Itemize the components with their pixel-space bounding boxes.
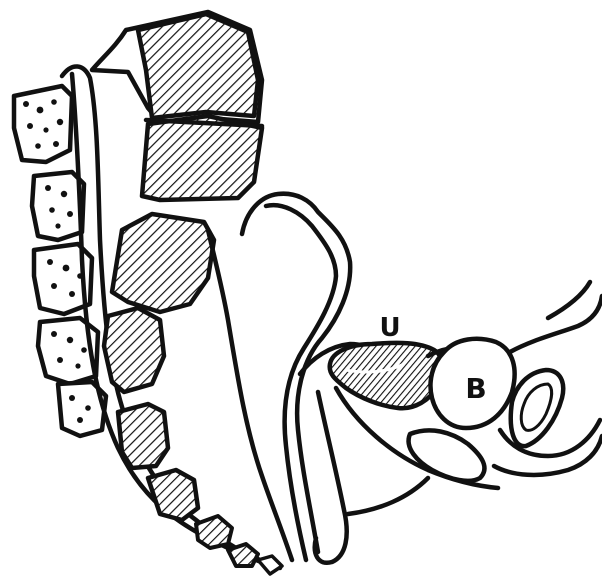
sacral-segment-1 <box>112 214 214 312</box>
pubic-bone <box>511 370 563 446</box>
spinous-process-2 <box>32 172 84 240</box>
uterus-body <box>330 343 443 408</box>
bladder-neck <box>409 430 485 480</box>
sacral-segment-3 <box>118 404 168 468</box>
vertebra-l5 <box>142 116 262 200</box>
vertebra-l4 <box>138 14 258 118</box>
spinous-processes <box>14 86 106 436</box>
bladder-label: B <box>465 372 486 405</box>
coccyx-segment-1 <box>148 470 198 520</box>
rectum <box>208 194 350 560</box>
coccyx-tip <box>258 556 282 574</box>
sacral-segment-2 <box>104 308 164 392</box>
vertebral-bodies <box>92 12 282 574</box>
coccyx-segment-2 <box>196 516 232 548</box>
coccyx-segment-3 <box>228 544 258 566</box>
spinous-process-1 <box>14 86 72 162</box>
uterus-label: U <box>379 313 400 343</box>
